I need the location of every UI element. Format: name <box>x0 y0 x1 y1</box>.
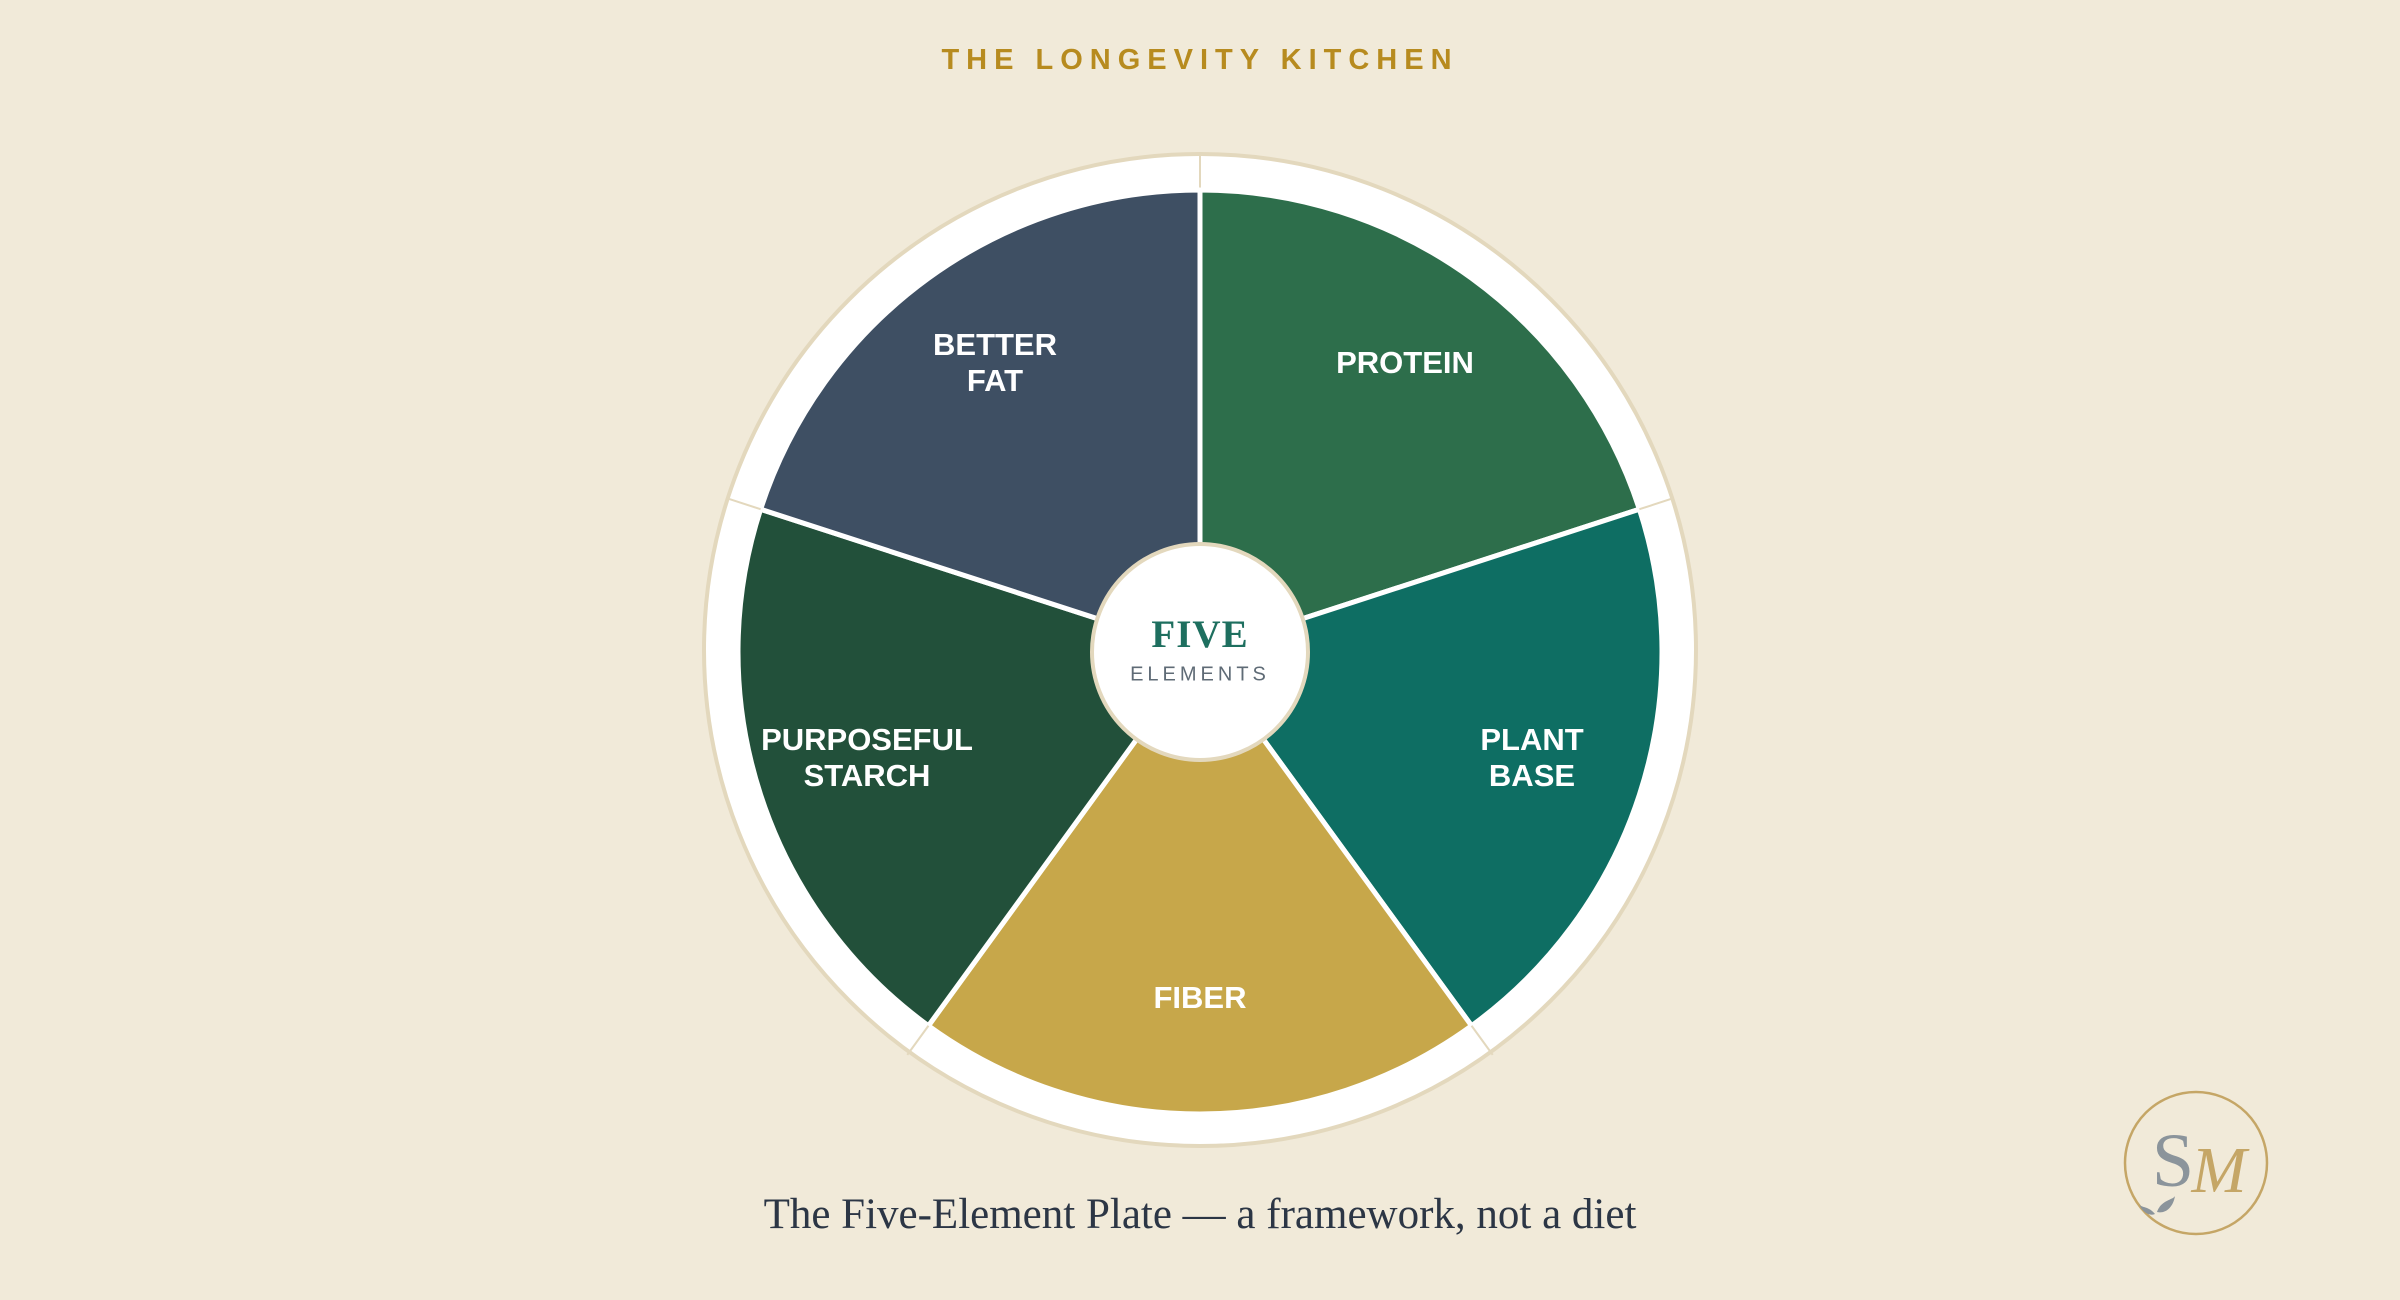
sm-monogram-logo: S M <box>2123 1090 2269 1236</box>
logo-letter-s: S <box>2152 1119 2194 1203</box>
logo-ring <box>2123 1090 2269 1236</box>
segment-better-fat <box>758 187 1203 655</box>
logo-letter-m: M <box>2191 1134 2251 1207</box>
segment-label-better-fat: FAT <box>967 363 1023 398</box>
segment-purposeful-starch <box>735 506 1203 1029</box>
rim-divider-tick <box>906 1025 930 1056</box>
rim-divider-tick <box>1639 497 1674 511</box>
segment-label-fiber: FIBER <box>1154 980 1247 1015</box>
segment-plant-base <box>1197 506 1665 1029</box>
rim-divider-tick <box>726 497 761 511</box>
center-title: FIVE <box>1151 613 1248 656</box>
center-hub <box>1090 542 1310 762</box>
segment-label-purposeful-starch: STARCH <box>804 758 931 793</box>
segment-label-plant-base: BASE <box>1489 758 1575 793</box>
segment-protein <box>1197 187 1642 655</box>
plate-caption: The Five-Element Plate — a framework, no… <box>763 1191 1637 1238</box>
center-subtitle: ELEMENTS <box>1130 663 1270 685</box>
page-header-title: THE LONGEVITY KITCHEN <box>941 44 1459 76</box>
segment-label-protein: PROTEIN <box>1336 345 1474 380</box>
segment-label-purposeful-starch: PURPOSEFUL <box>761 722 973 757</box>
segment-fiber <box>925 649 1475 1117</box>
rim-divider-tick <box>1470 1025 1494 1056</box>
leaf-icon <box>2139 1196 2175 1215</box>
segment-label-plant-base: PLANT <box>1480 722 1583 757</box>
plate-segments <box>726 154 1674 1117</box>
segment-label-better-fat: BETTER <box>933 327 1057 362</box>
